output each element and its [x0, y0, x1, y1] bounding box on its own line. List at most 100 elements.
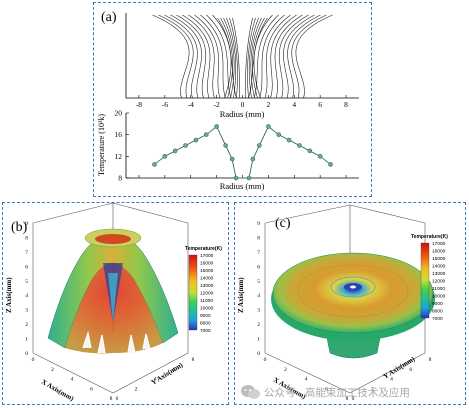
legend-value: 14000	[200, 276, 214, 282]
top-xtick-label: -2	[213, 100, 219, 109]
legend-value: 9000	[200, 313, 211, 319]
streamline	[283, 14, 315, 99]
z-tick-label: 6	[25, 264, 28, 270]
watermark: 公众号 · 高能束加工技术及应用	[236, 382, 468, 402]
legend-value: 13000	[432, 271, 446, 277]
temperature-point	[317, 154, 323, 159]
streamline	[259, 14, 285, 99]
z-tick-label: 0	[257, 351, 260, 357]
temperature-point	[152, 162, 157, 167]
legend-value: 15000	[200, 268, 214, 274]
panel-c-legend-bar	[420, 242, 430, 319]
legend-value: 8000	[200, 321, 211, 327]
streamline	[232, 17, 240, 99]
streamline	[278, 14, 309, 99]
legend-value: 17000	[200, 253, 214, 259]
plasma-shell-3d	[47, 228, 179, 354]
temperature-point	[229, 156, 235, 162]
legend-value: 17000	[432, 241, 446, 247]
temperature-point	[250, 156, 256, 162]
z-tick-label: 5	[25, 279, 28, 285]
streamlines	[152, 14, 333, 99]
z-tick-label: 8	[25, 235, 28, 241]
top-xtick-label: -4	[188, 100, 194, 109]
streamline	[152, 14, 190, 99]
streamline	[217, 17, 232, 99]
plasma-disk-3d	[271, 252, 435, 359]
temperature-point	[172, 148, 178, 154]
x-ticks-label: 6	[325, 386, 328, 392]
top-xtick-label: 2	[267, 100, 271, 109]
y-ticks-label: 4	[154, 377, 157, 383]
legend-value: 7000	[200, 328, 211, 334]
streamline	[170, 14, 202, 99]
top-xtick-label: -6	[162, 100, 168, 109]
temperature-point	[193, 137, 199, 143]
top-xtick-label: 4	[292, 100, 296, 109]
streamline	[274, 14, 303, 99]
watermark-text: 公众号 · 高能束加工技术及应用	[264, 386, 410, 399]
panel-c-legend-title: Temperature(K)	[411, 234, 448, 240]
panel-a-label: (a)	[101, 10, 117, 25]
legend-value: 11000	[200, 298, 213, 304]
z-tick-label: 4	[257, 293, 260, 299]
panel-b-label: (b)	[11, 220, 28, 235]
streamline	[270, 14, 297, 99]
z-tick-label: 7	[25, 250, 28, 256]
y-ticks-label: 8	[192, 357, 195, 363]
legend-value: 10000	[432, 294, 446, 300]
legend-value: 8000	[432, 309, 443, 315]
x-ticks-label: 4	[71, 377, 74, 383]
x-ticks-label: 6	[90, 386, 93, 392]
top-xtick-label: -8	[136, 100, 142, 109]
x-ticks-label: 2	[51, 367, 54, 373]
legend-value: 9000	[432, 301, 443, 307]
streamline	[253, 14, 279, 99]
temperature-point	[162, 154, 168, 159]
temperature-point	[183, 143, 188, 148]
y-ticks-label: 6	[409, 367, 412, 373]
wechat-icon	[241, 385, 260, 399]
streamline	[245, 17, 253, 99]
streamline	[229, 17, 238, 99]
legend-value: 7000	[432, 316, 443, 322]
temperature-line	[154, 125, 331, 179]
temperature-point	[297, 143, 302, 148]
streamline	[220, 17, 233, 99]
streamline	[287, 14, 321, 99]
streamline	[182, 14, 211, 99]
panel-b-legend-title: Temperature(K)	[185, 246, 222, 252]
z-tick-label: 8	[257, 235, 260, 241]
z-tick-label: 4	[25, 293, 28, 299]
z-tick-label: 0	[25, 351, 28, 357]
y-ticks-label: 8	[429, 357, 432, 363]
x-ticks-label: 8	[346, 396, 349, 402]
temperature-point	[246, 175, 252, 181]
y-ticks-label: 4	[390, 377, 393, 383]
streamline	[176, 14, 207, 99]
legend-value: 13000	[200, 283, 214, 289]
temperature-point	[276, 132, 282, 137]
panel-b-y-axis: Y Axis(mm)	[150, 361, 185, 387]
legend-value: 16000	[432, 249, 446, 255]
y-ticks-label: 0	[352, 396, 355, 402]
temperature-point	[328, 162, 333, 167]
z-tick-label: 3	[25, 308, 28, 314]
streamline	[200, 14, 226, 99]
legend-value: 12000	[432, 279, 446, 285]
temperature-point	[266, 124, 271, 129]
streamline	[158, 14, 194, 99]
streamline	[248, 17, 259, 99]
panel-c-z-axis: Z Axis(mm)	[237, 277, 245, 313]
x-ticks-label: 8	[110, 396, 113, 402]
legend-value: 10000	[200, 306, 214, 312]
z-tick-label: 9	[25, 221, 28, 227]
temperature-point	[203, 132, 209, 137]
temperature-point	[223, 143, 228, 148]
legend-value: 14000	[432, 264, 446, 270]
legend-value: 16000	[200, 261, 214, 267]
top-xtick-label: 8	[344, 100, 348, 109]
x-ticks-label: 2	[284, 367, 287, 373]
